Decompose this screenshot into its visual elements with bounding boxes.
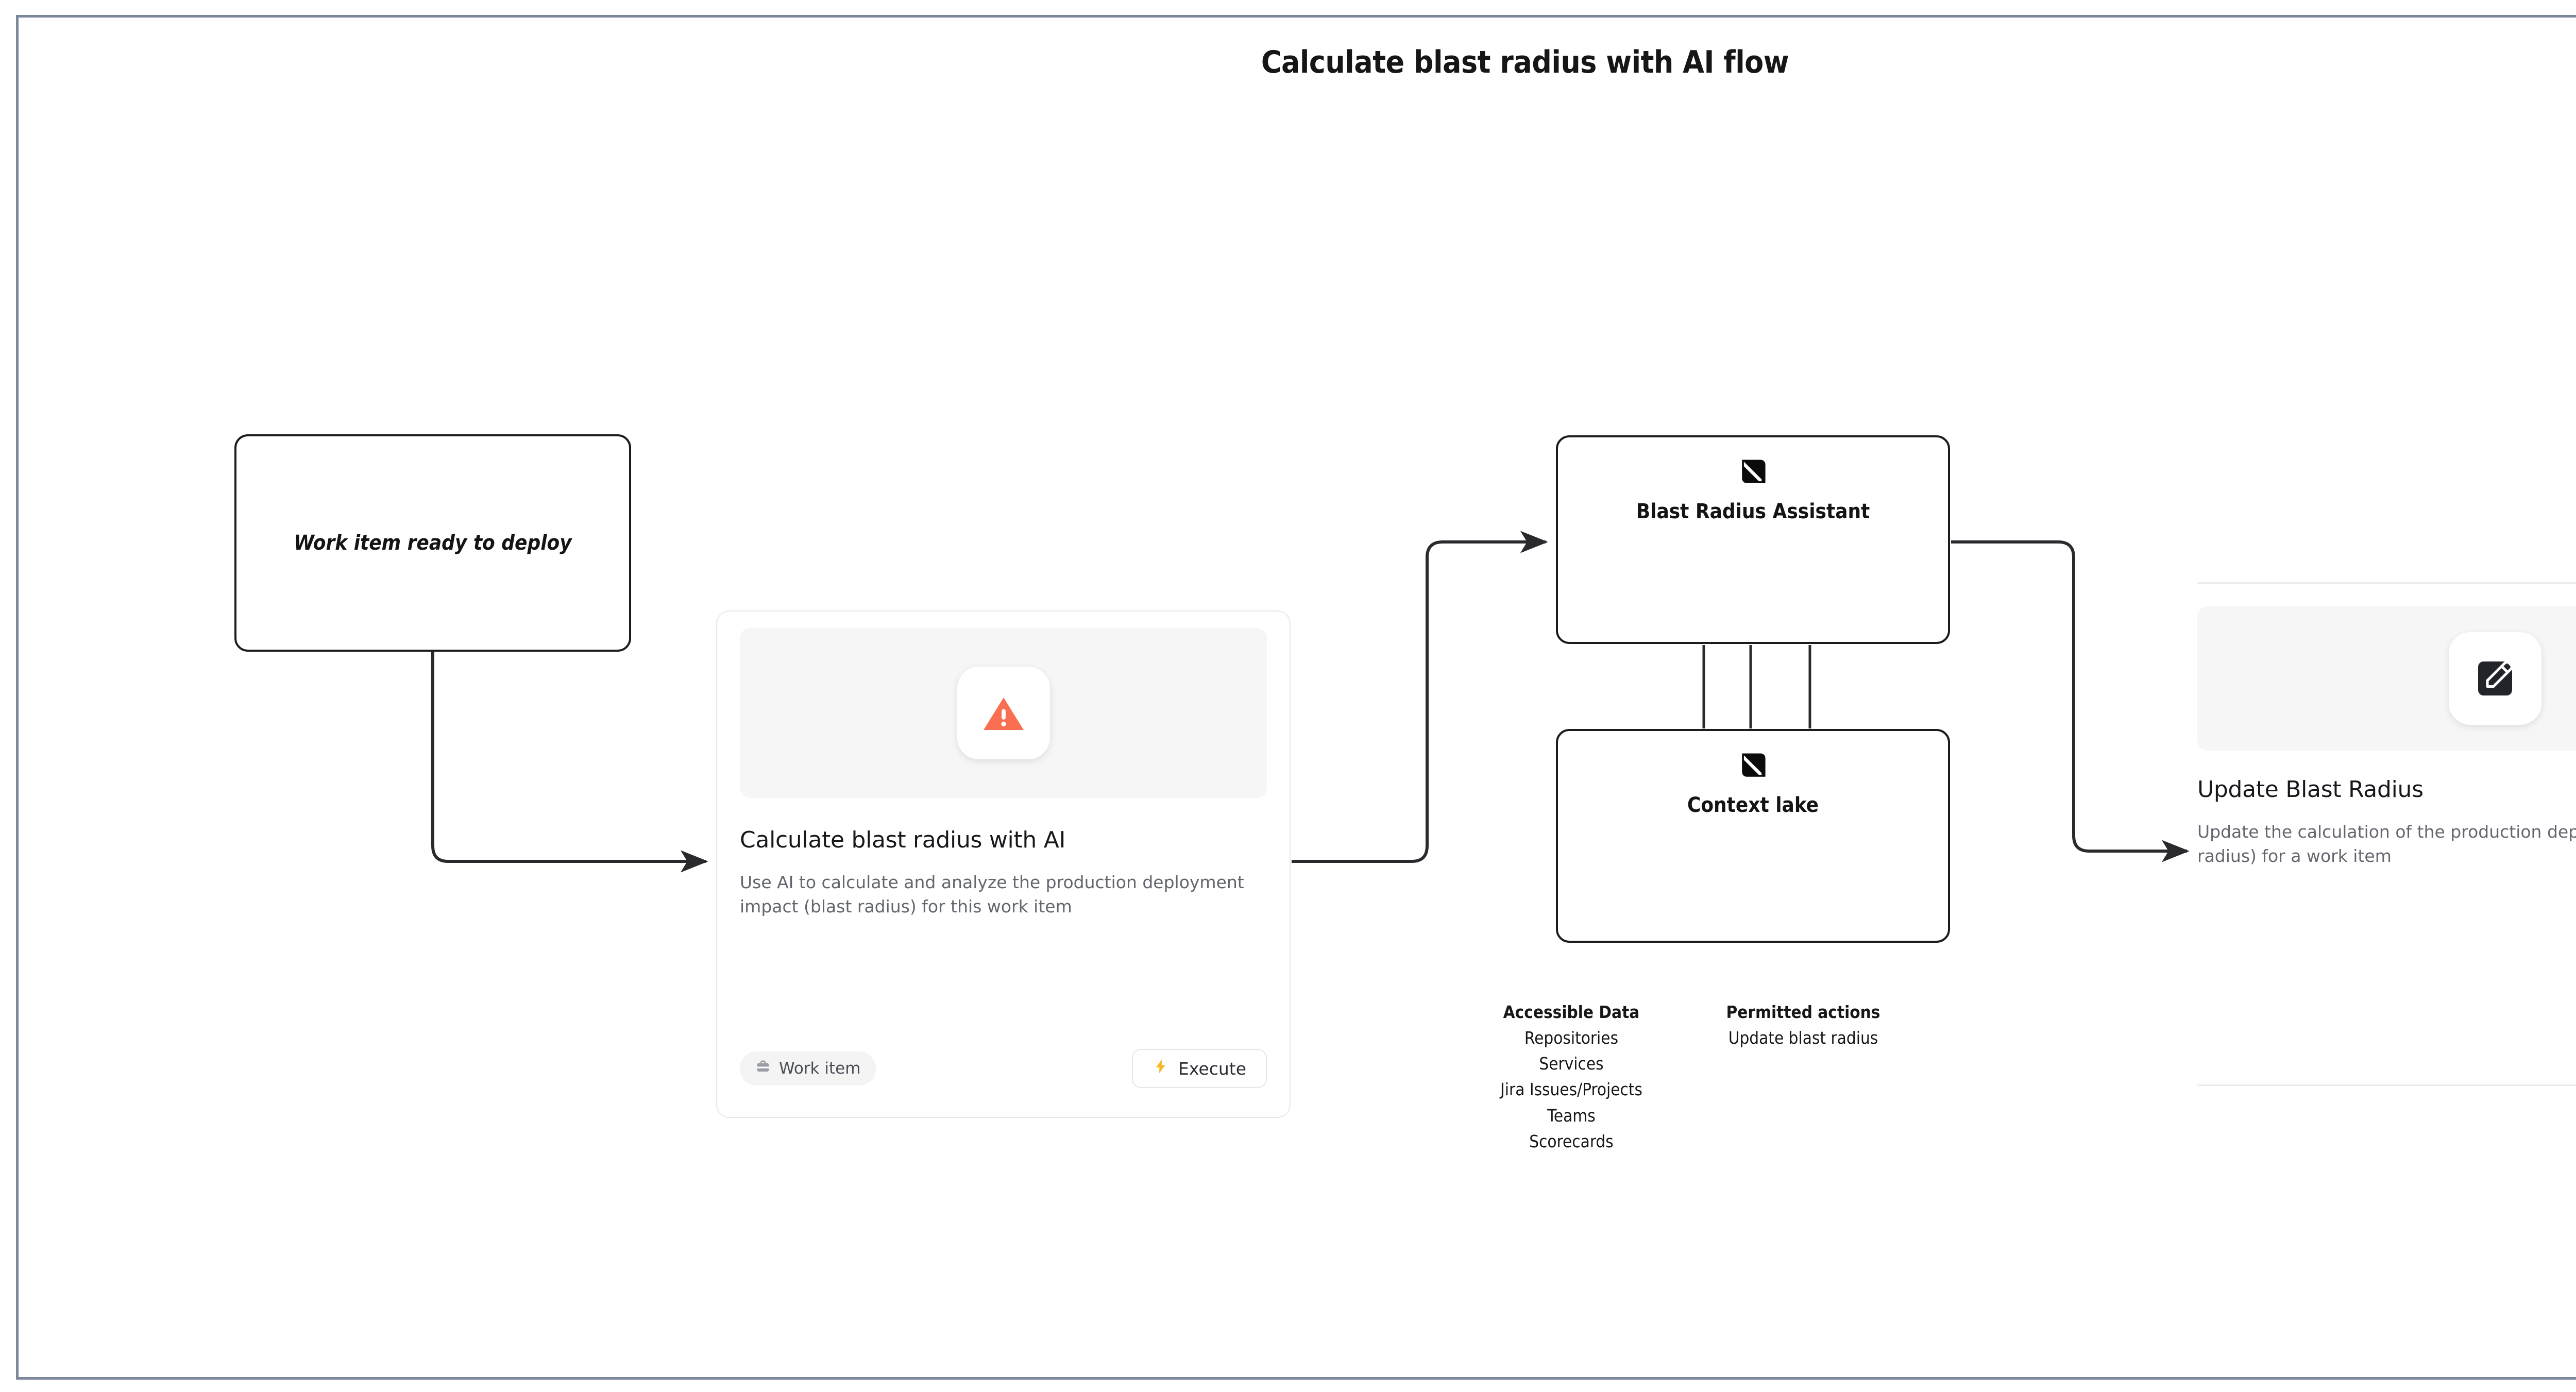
card-media-panel: [2197, 606, 2576, 751]
card-description: Use AI to calculate and analyze the prod…: [740, 872, 1244, 916]
card-footer: Work item Execute: [740, 1049, 1267, 1088]
card-update-blast-radius[interactable]: Update Blast Radius Update the calculati…: [2197, 582, 2576, 1086]
page-frame: [16, 15, 2576, 1380]
execute-button-label: Execute: [1178, 1058, 1246, 1079]
port-logo-icon: [1738, 457, 1768, 487]
execute-button[interactable]: Execute: [1132, 1049, 1267, 1088]
node-start-label: Work item ready to deploy: [294, 531, 572, 555]
work-item-chip[interactable]: Work item: [740, 1051, 876, 1085]
accessible-data-heading: Accessible Data: [1503, 1002, 1640, 1022]
node-work-item-ready[interactable]: Work item ready to deploy: [234, 434, 631, 652]
work-item-chip-label: Work item: [779, 1059, 861, 1078]
node-blast-radius-assistant[interactable]: Blast Radius Assistant: [1556, 435, 1950, 644]
list-item: Jira Issues/Projects: [1500, 1079, 1642, 1100]
list-item: Teams: [1547, 1105, 1596, 1126]
list-item: Services: [1539, 1054, 1604, 1074]
lightning-bolt-icon: [1153, 1058, 1169, 1079]
node-contextlake-label: Context lake: [1687, 793, 1819, 817]
permitted-actions-list: Permitted actions Update blast radius: [1695, 999, 1911, 1051]
list-item: Repositories: [1524, 1028, 1619, 1048]
list-item: Scorecards: [1529, 1131, 1614, 1151]
card-title: Update Blast Radius: [2197, 776, 2424, 803]
node-context-lake[interactable]: Context lake: [1556, 729, 1950, 943]
edit-pencil-icon: [2448, 632, 2541, 725]
card-media-panel: [740, 628, 1267, 798]
permitted-actions-heading: Permitted actions: [1726, 1002, 1880, 1022]
list-item: Update blast radius: [1728, 1028, 1878, 1048]
card-description: Update the calculation of the production…: [2197, 822, 2576, 866]
briefcase-icon: [755, 1059, 771, 1078]
card-calculate-blast-radius[interactable]: Calculate blast radius with AI Use AI to…: [716, 610, 1291, 1118]
card-footer: Execute: [2197, 1021, 2576, 1060]
card-title: Calculate blast radius with AI: [740, 827, 1066, 853]
accessible-data-list: Accessible Data Repositories Services Ji…: [1473, 999, 1669, 1155]
page-title: Calculate blast radius with AI flow: [1261, 44, 1789, 80]
warning-triangle-icon: [957, 667, 1050, 759]
port-logo-icon: [1738, 751, 1768, 780]
node-assistant-label: Blast Radius Assistant: [1636, 500, 1870, 523]
